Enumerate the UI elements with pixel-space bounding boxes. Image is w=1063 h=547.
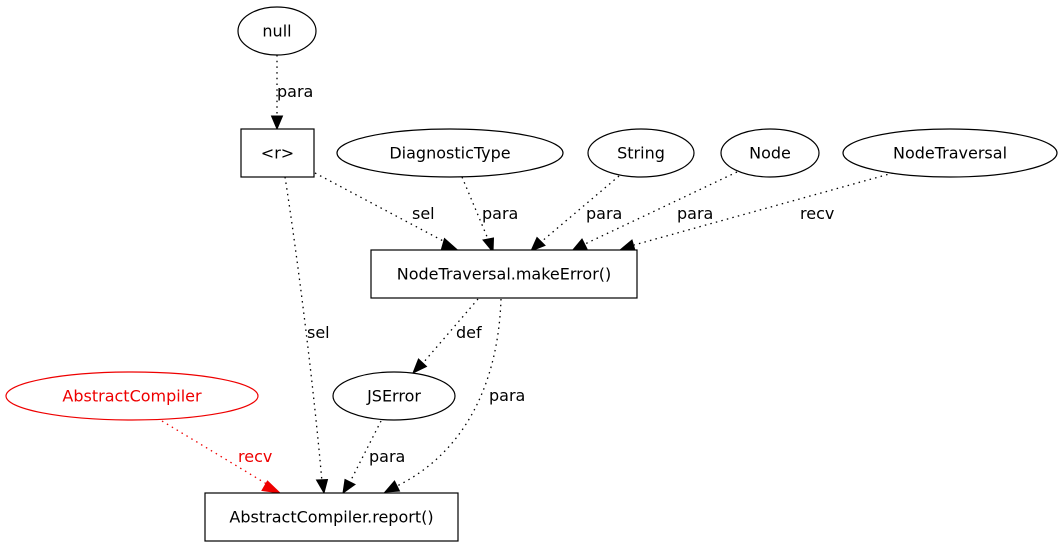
node-string: String: [587, 128, 695, 178]
edge-label-r-report: sel: [307, 323, 330, 342]
node-make-error-label: NodeTraversal.makeError(): [397, 265, 612, 284]
edge-label-make-error-js-error: def: [456, 323, 482, 342]
node-abstract-compiler-label: AbstractCompiler: [62, 387, 202, 406]
edge-abstract-compiler-to-report: recv: [161, 420, 282, 494]
edge-label-abstract-compiler-report: recv: [238, 447, 272, 466]
edge-js-error-to-report: para: [342, 420, 405, 495]
edge-label-make-error-report: para: [489, 386, 525, 405]
edge-label-js-error-report: para: [369, 447, 405, 466]
node-node: Node: [720, 128, 820, 178]
edge-string-to-make-error: para: [530, 175, 622, 252]
edge-r-to-report: sel: [284, 176, 330, 495]
edge-label-traversal-make-error: recv: [800, 204, 834, 223]
node-make-error: NodeTraversal.makeError(): [370, 249, 638, 299]
node-null-label: null: [262, 22, 291, 41]
node-node-traversal: NodeTraversal: [842, 128, 1058, 178]
node-report-label: AbstractCompiler.report(): [229, 508, 433, 527]
node-abstract-compiler: AbstractCompiler: [5, 371, 259, 421]
edge-node-traversal-to-make-error: recv: [618, 172, 894, 252]
node-null: null: [237, 6, 317, 56]
node-report: AbstractCompiler.report(): [204, 492, 459, 542]
node-diagnostic-type-label: DiagnosticType: [389, 144, 510, 163]
edge-node-to-make-error: para: [570, 171, 738, 252]
edge-label-string-make-error: para: [586, 204, 622, 223]
node-string-label: String: [617, 144, 665, 163]
edge-label-r-make-error: sel: [412, 204, 435, 223]
edge-r-to-make-error: sel: [314, 172, 459, 251]
node-node-label: Node: [749, 144, 791, 163]
node-js-error-label: JSError: [366, 387, 421, 406]
node-r-label: <r>: [261, 144, 294, 163]
node-diagnostic-type: DiagnosticType: [336, 128, 564, 178]
node-js-error: JSError: [332, 371, 456, 421]
edge-null-to-r: para: [270, 55, 313, 131]
edge-make-error-to-report: para: [383, 298, 525, 493]
node-node-traversal-label: NodeTraversal: [893, 144, 1007, 163]
node-r: <r>: [240, 128, 315, 178]
edge-make-error-to-js-error: def: [412, 298, 482, 375]
edge-label-diagnostic-make-error: para: [482, 204, 518, 223]
edge-label-null-r: para: [277, 82, 313, 101]
edge-diagnostic-type-to-make-error: para: [461, 176, 518, 254]
edge-label-node-make-error: para: [677, 204, 713, 223]
